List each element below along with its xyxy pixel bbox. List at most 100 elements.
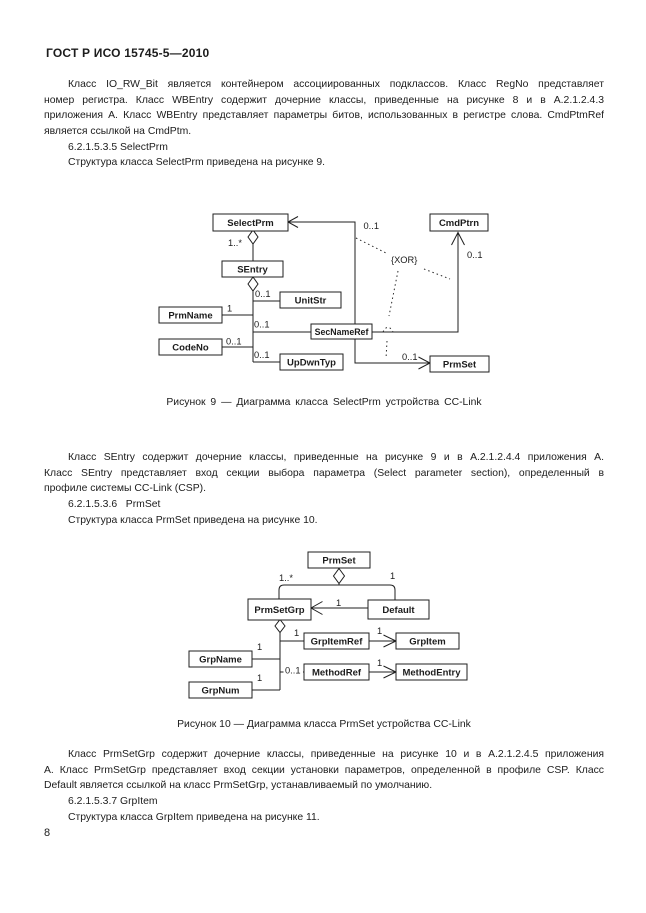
multiplicity-label: 1: [336, 598, 341, 608]
class-box-rect: [367, 599, 430, 620]
class-box-sentry: SEntry: [221, 260, 284, 278]
class-box-rect: [307, 551, 371, 569]
class-box-secnameref: SecNameRef: [310, 323, 373, 340]
figure9-connectors: [222, 216, 465, 370]
multiplicity-label: 0..1: [467, 250, 483, 260]
clause-note: Структура класса PrmSet приведена на рис…: [68, 514, 318, 526]
class-box-rect: [310, 323, 373, 340]
class-box-default: Default: [367, 599, 430, 620]
figure9-diagram: SelectPrm CmdPtrn SEntry UnitStr PrmName…: [158, 213, 490, 373]
class-name: SelectPrm: [227, 218, 273, 229]
class-box-rect: [158, 306, 223, 324]
multiplicity-label: 1..*: [228, 238, 242, 248]
multiplicity-label: 0..1: [285, 666, 301, 676]
xor-constraint-dashed-line: [355, 237, 389, 255]
clause-note: Структура класса SelectPrm приведена на …: [68, 157, 326, 169]
class-name: GrpNum: [202, 686, 240, 697]
paragraph-line: А. Класс PrmSetGrp представляет вход сек…: [44, 764, 604, 776]
xor-constraint-dashed-line: [388, 270, 399, 317]
class-box-prmsetgrp: PrmSetGrp: [247, 598, 312, 621]
paragraph-line: Класс SEntry содержит дочерние классы, п…: [68, 452, 604, 463]
class-box-rect: [303, 632, 370, 650]
multiplicity-label: 1: [257, 673, 262, 683]
figure9-multiplicity-labels: 0..1 1..* 0..1 {XOR} 0..1 1 0..1 0..1 0.…: [226, 221, 483, 362]
class-box-prmset10: PrmSet: [307, 551, 371, 569]
class-box-prmset: PrmSet: [429, 355, 490, 373]
figure10-caption: Рисунок 10 — Диаграмма класса PrmSet уст…: [177, 719, 471, 730]
paragraph-line: является ссылкой на CmdPtm.: [44, 125, 192, 137]
section-sentry: Класс SEntry содержит дочерние классы, п…: [44, 450, 604, 528]
class-name: SEntry: [237, 265, 268, 276]
class-name: PrmSet: [443, 360, 477, 371]
class-box-rect: [247, 598, 312, 621]
page-number: 8: [44, 827, 51, 839]
class-name: UpDwnTyp: [287, 358, 336, 369]
class-box-prmname: PrmName: [158, 306, 223, 324]
clause-heading-prmset: 6.2.1.5.3.6 PrmSet: [68, 498, 161, 510]
paragraph-line: Default является ссылкой на класс PrmSet…: [44, 780, 433, 792]
multiplicity-label: 0..1: [255, 289, 271, 299]
class-box-grpitem: GrpItem: [395, 632, 460, 650]
aggregation-branches-line: [278, 584, 396, 600]
multiplicity-label: 0..1: [226, 337, 242, 347]
class-name: CodeNo: [172, 343, 209, 354]
class-box-rect: [188, 650, 253, 668]
class-name: MethodEntry: [402, 668, 461, 679]
clause-heading-selectprm: 6.2.1.5.3.5 SelectPrm: [68, 141, 168, 153]
open-arrowhead-cmdptrn: [451, 231, 465, 246]
class-box-rect: [429, 213, 489, 232]
class-name: PrmName: [168, 311, 212, 322]
aggregation-diamond-prmsetgrp: [274, 618, 286, 634]
multiplicity-label: 0..1: [254, 350, 270, 360]
class-box-rect: [395, 663, 468, 681]
multiplicity-label: 1: [390, 571, 395, 581]
class-box-grpitemref: GrpItemRef: [303, 632, 370, 650]
xor-constraint-dashed-line: [385, 340, 388, 360]
association-selectprm-prmset-line: [288, 221, 430, 364]
figure10-diamonds: [274, 567, 346, 634]
class-box-grpnum: GrpNum: [188, 681, 253, 699]
multiplicity-label: 1..*: [279, 573, 293, 583]
multiplicity-label: 0..1: [402, 352, 418, 362]
class-name: GrpName: [199, 655, 242, 666]
class-box-rect: [212, 213, 289, 232]
paragraph-line: профиле системы CC-Link (CSP).: [44, 483, 206, 495]
class-box-rect: [279, 291, 342, 309]
aggregation-diamond-prmset: [332, 567, 346, 585]
class-box-rect: [429, 355, 490, 373]
class-name: PrmSet: [322, 556, 356, 567]
class-box-methodref: MethodRef: [303, 663, 370, 681]
class-box-rect: [395, 632, 460, 650]
dashed-line-crossing-hop: [382, 326, 394, 333]
class-box-cmdptrn: CmdPtrn: [429, 213, 489, 232]
class-box-rect: [188, 681, 253, 699]
multiplicity-label: 1: [294, 628, 299, 638]
multiplicity-label: 0..1: [364, 221, 380, 231]
aggregation-diamond-selectprm: [247, 229, 259, 245]
class-box-rect: [279, 353, 344, 371]
paragraph-line: приложения А. Класс WBEntry представляет…: [44, 110, 604, 122]
figure9-diamonds: [247, 229, 259, 292]
multiplicity-label: 0..1: [254, 320, 270, 330]
multiplicity-label: 1: [377, 626, 382, 636]
class-box-rect: [158, 338, 223, 356]
class-box-methodentry: MethodEntry: [395, 663, 468, 681]
class-box-grpname: GrpName: [188, 650, 253, 668]
class-box-rect: [221, 260, 284, 278]
class-name: UnitStr: [295, 296, 327, 307]
association-secnameref-cmdptrn-line: [371, 232, 459, 333]
class-box-unitstr: UnitStr: [279, 291, 342, 309]
paragraph-line: Класс IO_RW_Bit является контейнером асс…: [68, 79, 604, 90]
xor-constraint-label: {XOR}: [391, 255, 417, 265]
class-name: GrpItem: [409, 637, 445, 648]
xor-label-backing: [388, 252, 425, 265]
class-box-codeno: CodeNo: [158, 338, 223, 356]
figure10-multiplicity-labels: 1..* 1 1 1 1 1 0..1 1 1: [257, 571, 395, 683]
multiplicity-label: 1: [227, 304, 232, 314]
label-backing: [283, 665, 303, 675]
multiplicity-label: 1: [257, 642, 262, 652]
section-io-rw-bit: Класс IO_RW_Bit является контейнером асс…: [44, 77, 604, 171]
class-name: SecNameRef: [315, 327, 369, 337]
multiplicity-label: 1: [377, 658, 382, 668]
